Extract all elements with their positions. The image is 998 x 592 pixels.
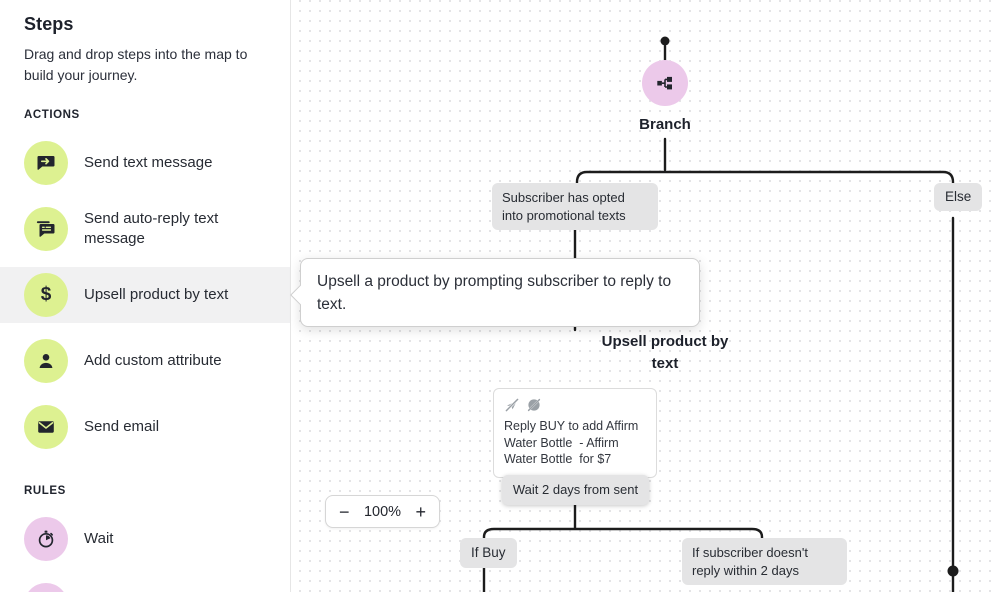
sidebar-item-label: Send email xyxy=(84,418,160,436)
upsell-node-label: Upsell product by text xyxy=(601,333,729,372)
rule-icon xyxy=(24,583,68,592)
sidebar-item-send-email[interactable]: Send email xyxy=(0,399,290,455)
zoom-out-button[interactable]: − xyxy=(339,501,350,522)
branch-condition-chip: Subscriber has opted into promotional te… xyxy=(492,183,658,231)
zoom-level: 100% xyxy=(363,503,402,520)
steps-sidebar: Steps Drag and drop steps into the map t… xyxy=(0,0,291,592)
sidebar-item-label: Wait xyxy=(84,530,114,548)
rules-section-label: RULES xyxy=(24,485,66,498)
if-buy-condition-chip: If Buy xyxy=(460,538,517,569)
wait-duration-chip: Wait 2 days from sent xyxy=(502,475,649,505)
send-text-message-icon xyxy=(24,141,68,186)
sidebar-item-send-text-message[interactable]: Send text message xyxy=(0,135,290,191)
branch-node-label: Branch xyxy=(639,116,691,133)
person-icon xyxy=(24,339,68,384)
actions-section-label: ACTIONS xyxy=(24,109,80,122)
sidebar-item-partial[interactable] xyxy=(0,577,290,592)
sidebar-item-add-custom-attribute[interactable]: Add custom attribute xyxy=(0,333,290,389)
branch-node[interactable] xyxy=(642,60,688,106)
sidebar-item-upsell-product[interactable]: $ Upsell product by text xyxy=(0,267,290,324)
sidebar-item-label: Send auto-reply text message xyxy=(84,210,219,248)
sidebar-item-send-auto-reply[interactable]: Send auto-reply text message xyxy=(0,201,290,257)
sidebar-item-label: Add custom attribute xyxy=(84,352,222,370)
sidebar-item-wait[interactable]: Wait xyxy=(0,511,290,567)
sidebar-item-label: Send text message xyxy=(84,154,213,172)
journey-canvas[interactable]: Branch Subscriber has opted into promoti… xyxy=(290,0,998,592)
zoom-in-button[interactable]: + xyxy=(415,501,426,522)
zoom-control: − 100% + xyxy=(325,495,440,528)
upsell-message-text: Reply BUY to add Affirm Water Bottle - A… xyxy=(504,419,642,467)
no-reply-condition-chip: If subscriber doesn't reply within 2 day… xyxy=(682,538,847,586)
image-disabled-icon xyxy=(527,398,541,412)
sidebar-description: Drag and drop steps into the map to buil… xyxy=(24,46,248,83)
sidebar-title: Steps xyxy=(24,14,74,34)
tooltip-text: Upsell a product by prompting subscriber… xyxy=(317,273,672,314)
tooltip-caret xyxy=(290,285,310,305)
link-disabled-icon xyxy=(505,398,519,412)
dollar-icon: $ xyxy=(24,273,68,318)
sidebar-item-label: Upsell product by text xyxy=(84,286,229,304)
upsell-message-card[interactable]: Reply BUY to add Affirm Water Bottle - A… xyxy=(493,388,657,478)
else-condition-chip: Else xyxy=(934,183,983,212)
auto-reply-icon xyxy=(24,207,68,252)
branch-icon xyxy=(657,76,672,90)
stopwatch-icon xyxy=(24,517,68,562)
upsell-tooltip: Upsell a product by prompting subscriber… xyxy=(290,258,700,327)
envelope-icon xyxy=(24,405,68,450)
